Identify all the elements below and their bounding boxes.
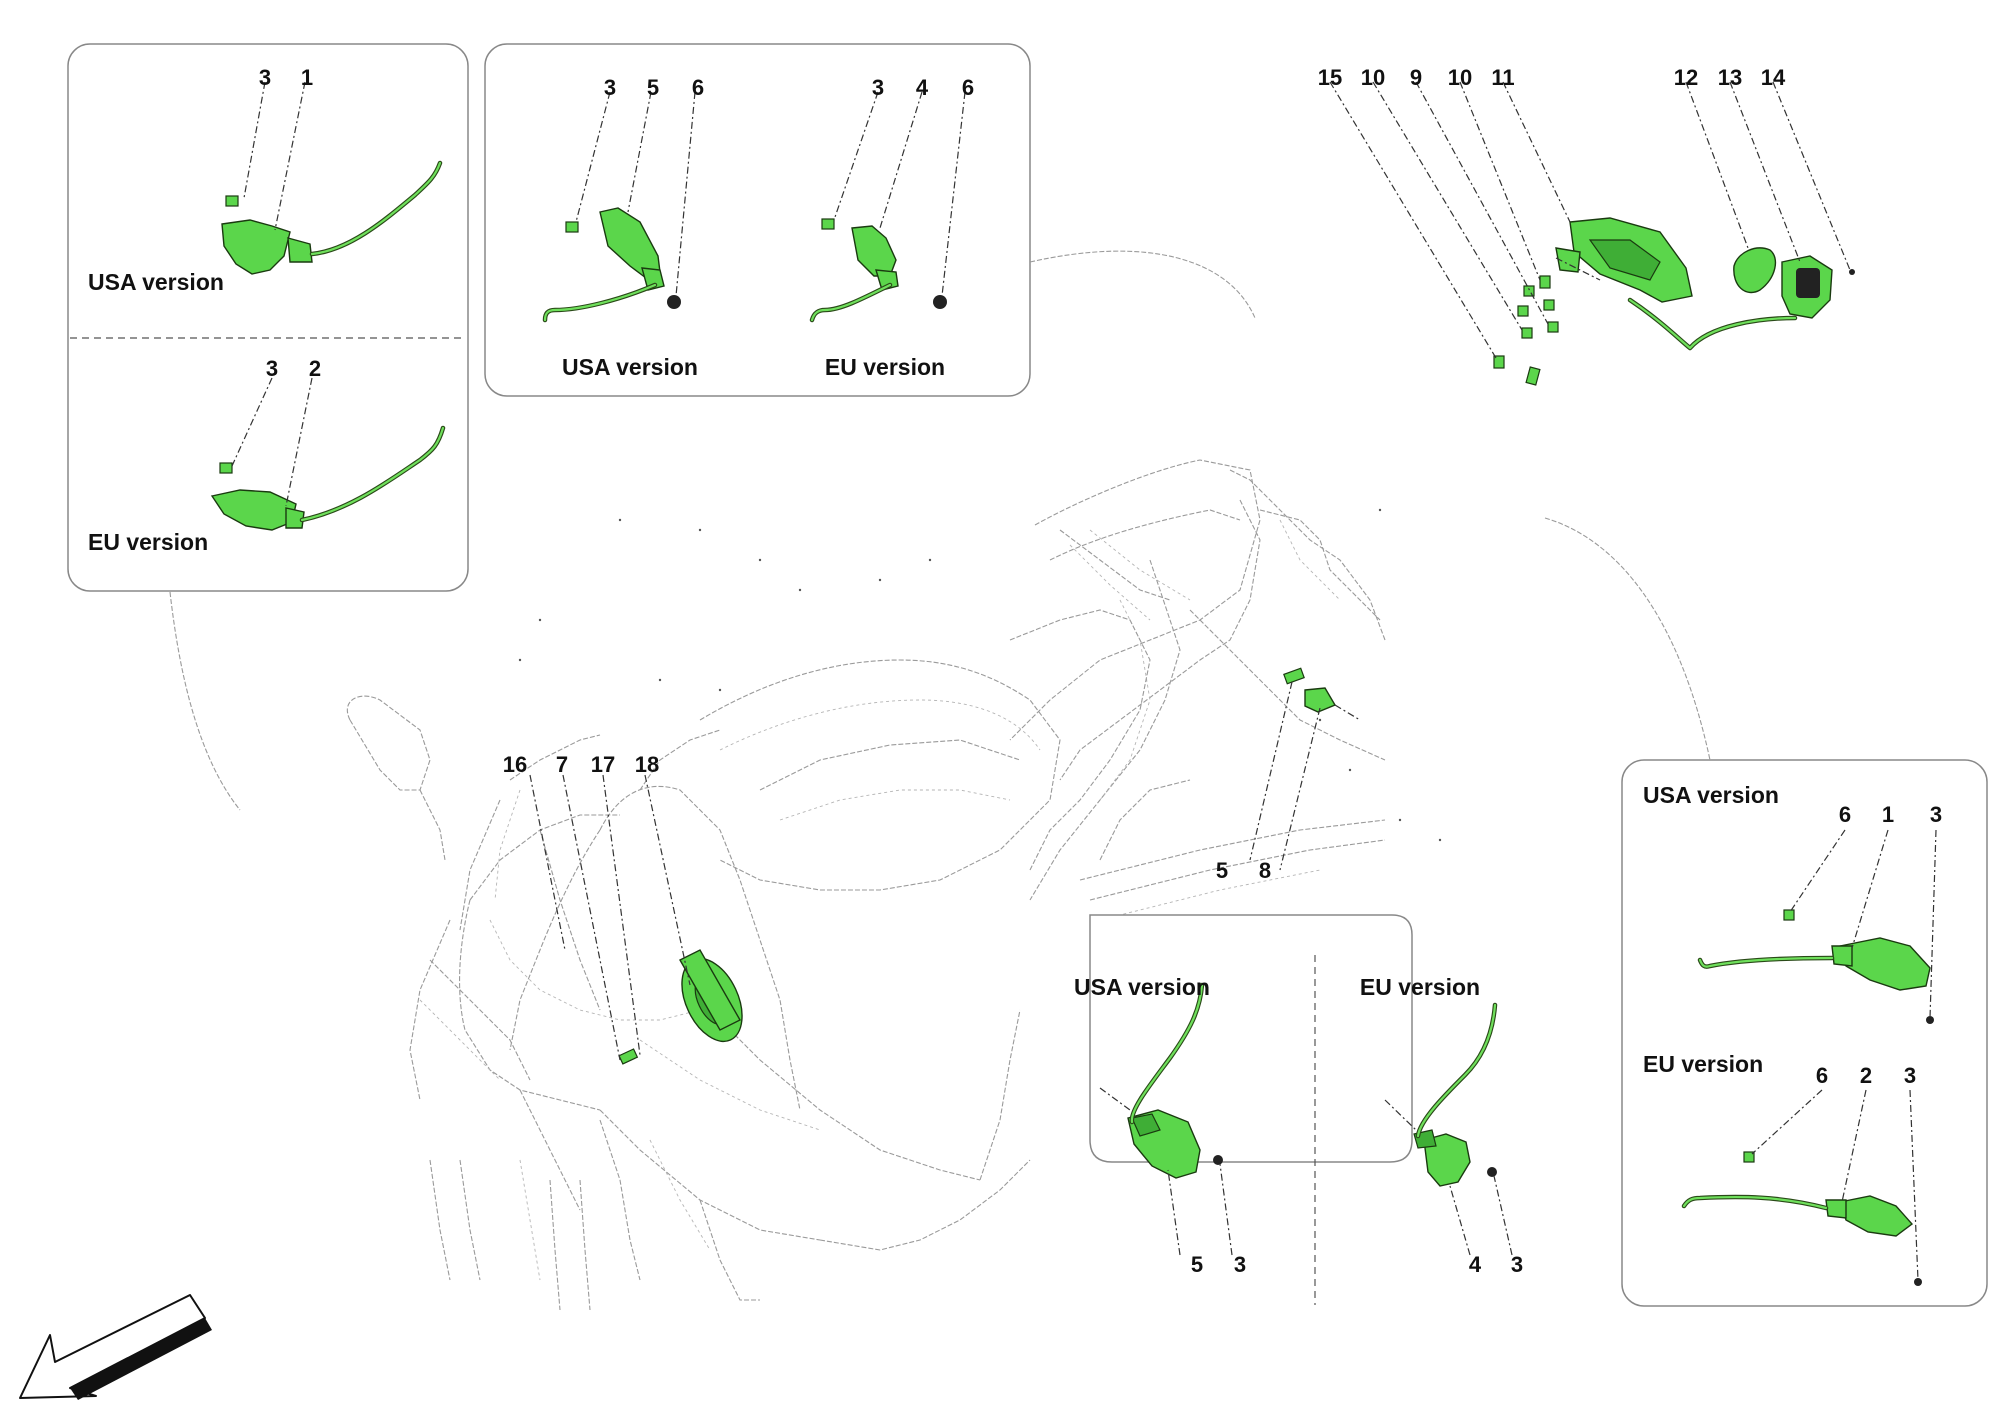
ref-label-9: 9	[1410, 65, 1422, 90]
turn-signal-eu-part-4	[809, 91, 966, 323]
ref-label-18: 18	[635, 752, 659, 777]
version-label-right-eu: EU version	[1643, 1051, 1763, 1077]
turn-signal-usa-part-5	[542, 91, 696, 323]
ref-label-3-right-usa: 3	[1930, 802, 1942, 827]
ref-label-6-right-usa: 6	[1839, 802, 1851, 827]
ref-label-6-tm-eu: 6	[962, 75, 974, 100]
ref-label-14: 14	[1761, 65, 1786, 90]
side-sensor-part	[1249, 667, 1361, 871]
ref-label-7: 7	[556, 752, 568, 777]
panel-bottom-middle: USA version 5 3 EU version 4 3	[1074, 914, 1523, 1305]
ref-label-3-tm-eu: 3	[872, 75, 884, 100]
version-label-bm-eu: EU version	[1360, 974, 1480, 1000]
ref-label-1-right-usa: 1	[1882, 802, 1894, 827]
ref-label-15: 15	[1318, 65, 1342, 90]
ref-label-3-tl-eu: 3	[266, 356, 278, 381]
ref-label-13: 13	[1718, 65, 1742, 90]
front-leader-lines	[529, 774, 691, 1061]
turn-signal-usa-part-1-right	[1697, 829, 1937, 1024]
turn-signal-eu-part-4-bottom	[1384, 1002, 1513, 1256]
version-label-tm-eu: EU version	[825, 354, 945, 380]
ref-label-3-right-eu: 3	[1904, 1063, 1916, 1088]
ref-label-2-tl-eu: 2	[309, 356, 321, 381]
ref-label-3-bm-usa: 3	[1234, 1252, 1246, 1277]
ref-label-3-tm-usa: 3	[604, 75, 616, 100]
ref-label-6-tm-usa: 6	[692, 75, 704, 100]
ref-label-4-bm: 4	[1469, 1252, 1482, 1277]
ref-label-3-bm-eu: 3	[1511, 1252, 1523, 1277]
front-horn-assembly	[618, 949, 743, 1065]
ref-label-12: 12	[1674, 65, 1698, 90]
version-label-bm-usa: USA version	[1074, 974, 1210, 1000]
ref-label-4-tm-eu: 4	[916, 75, 929, 100]
ref-label-10b: 10	[1448, 65, 1472, 90]
ref-label-17: 17	[591, 752, 615, 777]
ref-label-11: 11	[1491, 65, 1514, 90]
ref-label-2-right-eu: 2	[1860, 1063, 1872, 1088]
turn-signal-usa-part-5-bottom	[1099, 982, 1233, 1256]
ref-label-1-tl-usa: 1	[301, 65, 313, 90]
ref-label-16: 16	[503, 752, 527, 777]
rear-light-assembly	[1329, 81, 1855, 386]
ref-label-5-side: 5	[1216, 858, 1228, 883]
ref-label-3-tl-usa: 3	[259, 65, 271, 90]
version-label-tl-usa: USA version	[88, 269, 224, 295]
version-label-tm-usa: USA version	[562, 354, 698, 380]
version-label-right-usa: USA version	[1643, 782, 1779, 808]
turn-signal-eu-part-2-right	[1681, 1089, 1922, 1286]
ref-label-10a: 10	[1361, 65, 1385, 90]
panel-top-left: 3 1 USA version 3 2 EU version	[67, 43, 469, 811]
version-label-tl-eu: EU version	[88, 529, 208, 555]
panel-right: USA version 6 1 3 EU version 6 2 3	[1544, 517, 1988, 1307]
ref-label-8: 8	[1259, 858, 1271, 883]
turn-signal-usa-part-1	[221, 81, 443, 275]
direction-arrow-icon	[19, 1294, 212, 1400]
motorcycle-sketch	[346, 459, 1442, 1311]
ref-label-5-bm: 5	[1191, 1252, 1203, 1277]
ref-label-6-right-eu: 6	[1816, 1063, 1828, 1088]
turn-signal-eu-part-2	[210, 377, 446, 531]
ref-label-5-tm-usa: 5	[647, 75, 659, 100]
panel-top-middle: 3 5 6 USA version 3 4 6 EU version	[484, 43, 1256, 397]
